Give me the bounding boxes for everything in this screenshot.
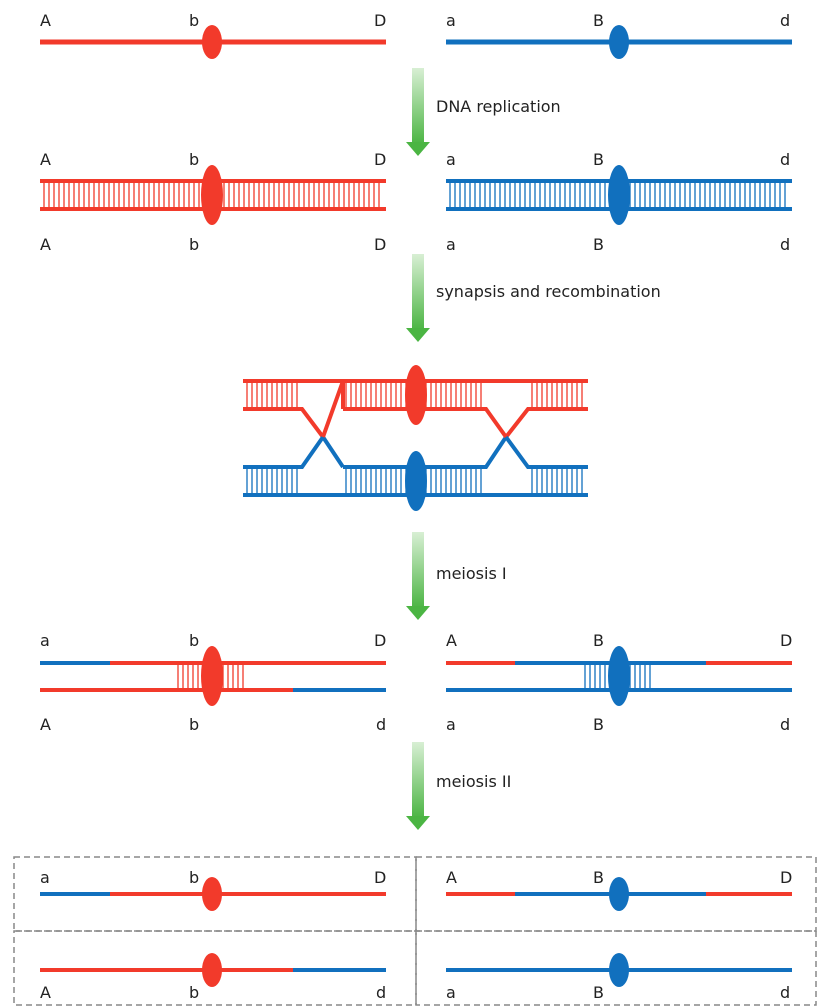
row2-right-top-2: B [593, 150, 604, 169]
step-label-meiosis2: meiosis II [436, 772, 511, 791]
gamete-3: A b d [40, 953, 386, 1002]
gamete-1: a b D [40, 868, 386, 911]
row4-right-top-1: A [446, 631, 457, 650]
row1-blue-chromosome [446, 25, 792, 59]
row4-left-top-1: a [40, 631, 50, 650]
red-centromere [405, 365, 427, 425]
step-label-meiosis1: meiosis I [436, 564, 507, 583]
gamete-1-label-3: D [374, 868, 386, 887]
blue-centromere [405, 451, 427, 511]
arrow-shaft [412, 254, 424, 330]
row4-left-bottom-3: d [376, 715, 386, 734]
step-label-replication: DNA replication [436, 97, 561, 116]
row4-left-bottom-2: b [189, 715, 199, 734]
gamete-4-label-2: B [593, 983, 604, 1002]
arrow-shaft [412, 532, 424, 608]
row4-left-recombinant [40, 646, 386, 706]
row2-right-top-3: d [780, 150, 790, 169]
red-centromere [202, 877, 222, 911]
red-centromere [202, 25, 222, 59]
blue-centromere [609, 953, 629, 987]
row1-right-label-3: d [780, 11, 790, 30]
gamete-4-label-1: a [446, 983, 456, 1002]
red-centromere [201, 646, 223, 706]
gamete-4-label-3: d [780, 983, 790, 1002]
row4-left-bottom-1: A [40, 715, 51, 734]
row1-left-label-3: D [374, 11, 386, 30]
gamete-2: A B D [446, 868, 792, 911]
blue-centromere [609, 877, 629, 911]
row4-right-recombinant [446, 646, 792, 706]
gamete-3-label-3: d [376, 983, 386, 1002]
arrow-shaft [412, 742, 424, 818]
row2-blue-replicated [446, 165, 792, 225]
gamete-3-label-2: b [189, 983, 199, 1002]
synapsis-tetrad [243, 365, 588, 511]
row1-left-label-1: A [40, 11, 51, 30]
row2-left-top-3: D [374, 150, 386, 169]
row2-red-replicated [40, 165, 386, 225]
gamete-boxes [13, 856, 817, 1006]
red-centromere [201, 165, 223, 225]
row4-right-bottom-3: d [780, 715, 790, 734]
gamete-3-label-1: A [40, 983, 51, 1002]
down-arrow-icon [406, 816, 430, 830]
row2-left-top-1: A [40, 150, 51, 169]
row2-left-bottom-2: b [189, 235, 199, 254]
row2-left-top-2: b [189, 150, 199, 169]
down-arrow-icon [406, 328, 430, 342]
row2-right-bottom-3: d [780, 235, 790, 254]
row2-right-bottom-1: a [446, 235, 456, 254]
step-label-synapsis: synapsis and recombination [436, 282, 661, 301]
row4-right-bottom-1: a [446, 715, 456, 734]
blue-centromere [608, 646, 630, 706]
gamete-1-label-1: a [40, 868, 50, 887]
blue-centromere [608, 165, 630, 225]
arrow-shaft [412, 68, 424, 144]
row2-right-top-1: a [446, 150, 456, 169]
down-arrow-icon [406, 142, 430, 156]
row4-right-bottom-2: B [593, 715, 604, 734]
blue-centromere [609, 25, 629, 59]
gamete-4: a B d [446, 953, 792, 1002]
row1-left-label-2: b [189, 11, 199, 30]
row2-left-bottom-3: D [374, 235, 386, 254]
row4-left-top-2: b [189, 631, 199, 650]
gamete-2-label-2: B [593, 868, 604, 887]
gamete-1-label-2: b [189, 868, 199, 887]
row4-right-top-3: D [780, 631, 792, 650]
red-centromere [202, 953, 222, 987]
row1-right-label-2: B [593, 11, 604, 30]
row2-right-bottom-2: B [593, 235, 604, 254]
down-arrow-icon [406, 606, 430, 620]
row4-left-top-3: D [374, 631, 386, 650]
gamete-2-label-3: D [780, 868, 792, 887]
row1-right-label-1: a [446, 11, 456, 30]
row4-right-top-2: B [593, 631, 604, 650]
gamete-2-label-1: A [446, 868, 457, 887]
row2-left-bottom-1: A [40, 235, 51, 254]
row1-red-chromosome [40, 25, 386, 59]
